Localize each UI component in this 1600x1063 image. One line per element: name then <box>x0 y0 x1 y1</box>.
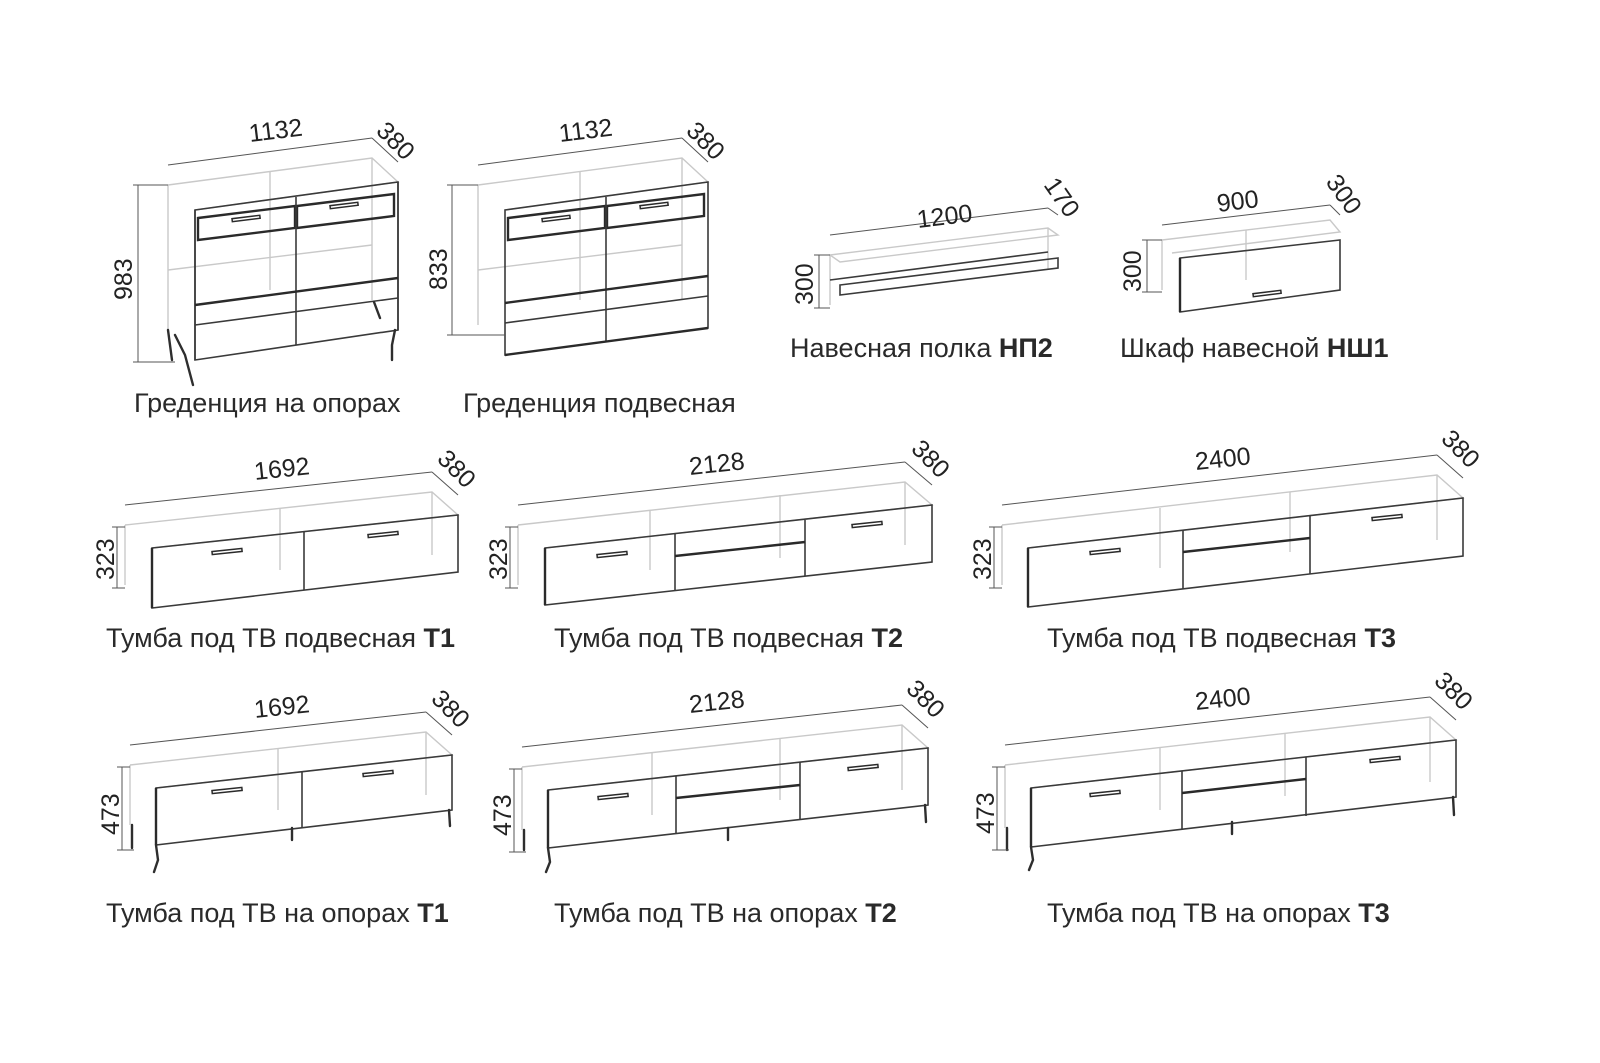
t3-na-oporah-drawing <box>992 696 1458 872</box>
height-dimension: 300 <box>791 263 819 305</box>
depth-dimension: 380 <box>426 684 475 733</box>
width-dimension: 1132 <box>557 114 614 148</box>
width-dimension: 900 <box>1215 185 1260 218</box>
t2-podvesnaya-drawing <box>505 461 934 606</box>
depth-dimension: 380 <box>906 434 955 483</box>
height-dimension: 300 <box>1119 250 1147 292</box>
depth-dimension: 170 <box>1038 172 1085 222</box>
item-label: Тумба под ТВ подвесная Т2 <box>554 623 903 653</box>
depth-dimension: 300 <box>1320 169 1367 219</box>
height-dimension: 983 <box>110 258 138 300</box>
t1-na-oporah-drawing <box>117 711 454 874</box>
item-nsh1: 900 300 300 Шкаф навесной НШ1 <box>1119 169 1389 363</box>
item-label: Тумба под ТВ на опорах Т1 <box>106 898 449 928</box>
depth-dimension: 380 <box>1436 424 1485 473</box>
width-dimension: 2400 <box>1194 682 1252 716</box>
height-dimension: 833 <box>425 248 453 290</box>
item-np2: 1200 170 300 Навесная полка НП2 <box>790 172 1085 363</box>
width-dimension: 1132 <box>247 114 304 148</box>
height-dimension: 473 <box>97 793 125 835</box>
height-dimension: 323 <box>969 538 997 580</box>
depth-dimension: 380 <box>901 674 950 723</box>
nsh1-drawing <box>1142 204 1342 313</box>
width-dimension: 2400 <box>1194 442 1252 476</box>
item-t1-na-oporah: 1692 380 473 Тумба под ТВ на опорах Т1 <box>97 684 475 928</box>
width-dimension: 2128 <box>688 685 746 719</box>
item-gredenciya-podvesnaya: 1132 380 833 Греденция подвесная <box>425 114 736 418</box>
item-gredenciya-na-oporah: 1132 380 983 Греденция на опорах <box>110 114 420 418</box>
item-label: Греденция подвесная <box>463 388 736 418</box>
item-label: Тумба под ТВ на опорах Т2 <box>554 898 897 928</box>
height-dimension: 323 <box>92 538 120 580</box>
item-t2-na-oporah: 2128 380 473 Тумба под ТВ на опорах Т2 <box>489 674 950 928</box>
t2-na-oporah-drawing <box>509 704 930 874</box>
height-dimension: 473 <box>972 792 1000 834</box>
item-label: Шкаф навесной НШ1 <box>1120 333 1389 363</box>
width-dimension: 1692 <box>253 690 311 724</box>
t3-podvesnaya-drawing <box>989 454 1465 608</box>
depth-dimension: 380 <box>432 444 481 493</box>
height-dimension: 473 <box>489 794 517 836</box>
t1-podvesnaya-drawing <box>112 471 460 609</box>
item-label: Навесная полка НП2 <box>790 333 1053 363</box>
width-dimension: 2128 <box>688 447 746 481</box>
np2-drawing <box>814 207 1060 309</box>
depth-dimension: 380 <box>681 116 730 165</box>
width-dimension: 1200 <box>915 199 974 234</box>
item-label: Тумба под ТВ подвесная Т3 <box>1047 623 1396 653</box>
item-t2-podvesnaya: 2128 380 323 Тумба под ТВ подвесная Т2 <box>485 434 955 653</box>
depth-dimension: 380 <box>371 116 420 165</box>
height-dimension: 323 <box>485 538 513 580</box>
width-dimension: 1692 <box>253 452 311 486</box>
depth-dimension: 380 <box>1429 666 1478 715</box>
item-t3-podvesnaya: 2400 380 323 Тумба под ТВ подвесная Т3 <box>969 424 1485 653</box>
item-label: Греденция на опорах <box>134 388 401 418</box>
gredenciya-podvesnaya-drawing <box>447 137 710 357</box>
item-t1-podvesnaya: 1692 380 323 Тумба под ТВ подвесная Т1 <box>92 444 481 653</box>
gredenciya-na-oporah-drawing <box>133 137 400 387</box>
item-t3-na-oporah: 2400 380 473 Тумба под ТВ на опорах Т3 <box>972 666 1478 928</box>
item-label: Тумба под ТВ на опорах Т3 <box>1047 898 1390 928</box>
item-label: Тумба под ТВ подвесная Т1 <box>106 623 455 653</box>
